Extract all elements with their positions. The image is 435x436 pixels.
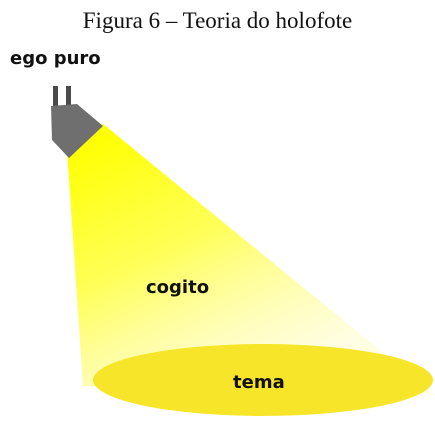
cogito-label: cogito (146, 277, 209, 298)
spotlight-lamp-icon (51, 86, 103, 158)
light-beam (66, 124, 435, 395)
lamp-mount-left (53, 86, 58, 110)
figure-caption: Figura 6 – Teoria do holofote (82, 8, 353, 33)
lamp-body (51, 104, 103, 158)
tema-label: tema (233, 372, 285, 393)
lamp-mount-right (66, 86, 71, 110)
spotlight-ellipse (93, 344, 433, 416)
ego-puro-label: ego puro (10, 48, 101, 69)
